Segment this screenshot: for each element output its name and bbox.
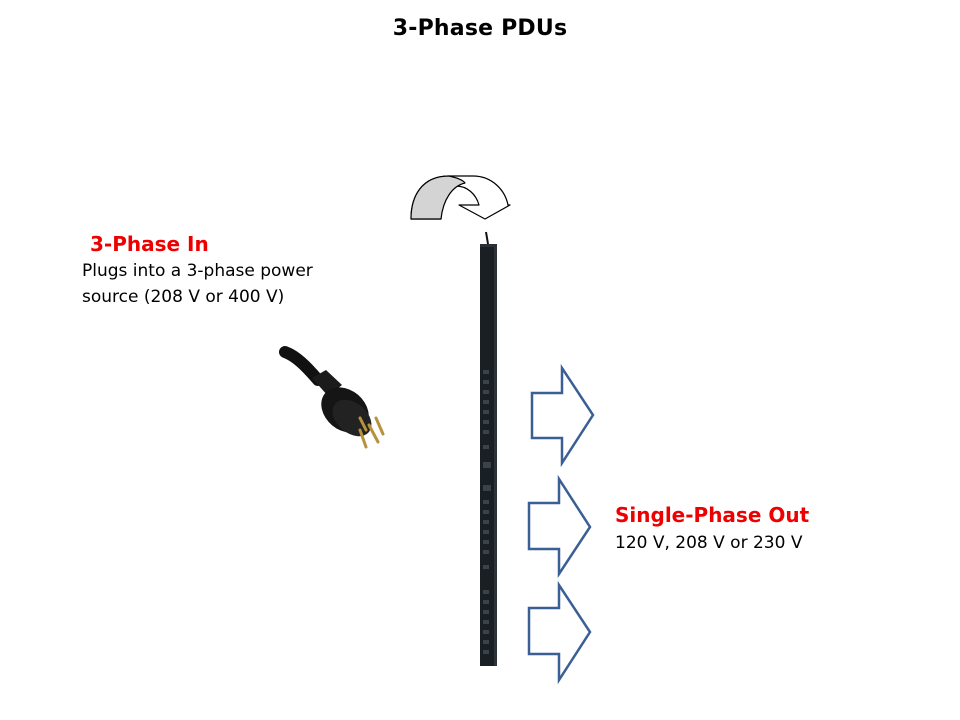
- input-description-line-2: source (208 V or 400 V): [82, 287, 285, 307]
- input-heading: 3-Phase In: [90, 232, 209, 256]
- curved-arrow-icon: [410, 175, 511, 220]
- output-arrow-icon-2: [527, 474, 592, 579]
- output-arrow-icon-1: [530, 363, 595, 468]
- pdu-image: [480, 231, 497, 666]
- input-description-line-1: Plugs into a 3-phase power: [82, 261, 313, 281]
- output-description: 120 V, 208 V or 230 V: [615, 533, 803, 553]
- input-description: Plugs into a 3-phase power source (208 V…: [82, 258, 313, 310]
- output-arrow-icon-3: [527, 580, 592, 685]
- slide-title: 3-Phase PDUs: [392, 16, 568, 41]
- output-heading: Single-Phase Out: [615, 503, 810, 527]
- plug-image: [279, 346, 385, 449]
